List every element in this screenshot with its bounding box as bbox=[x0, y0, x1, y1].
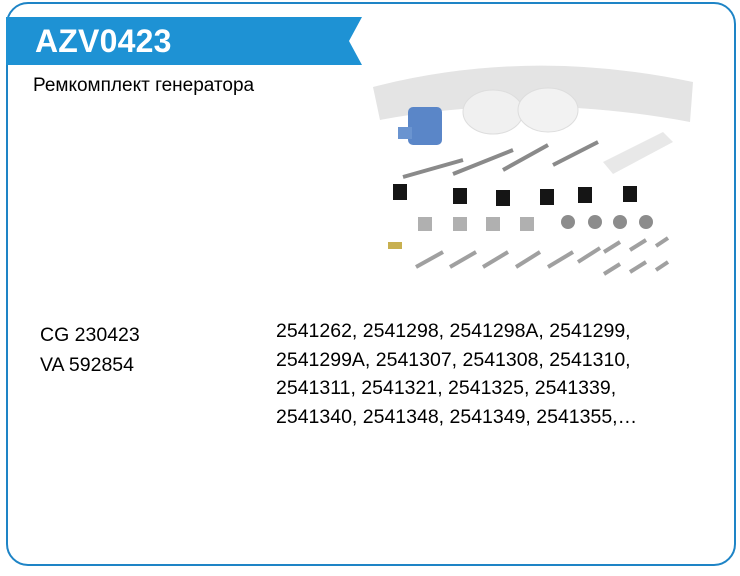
product-image bbox=[373, 65, 693, 276]
oe-numbers: 2541262, 2541298, 2541298A, 2541299, 254… bbox=[276, 320, 638, 429]
title-banner bbox=[6, 17, 362, 65]
article-number: AZV0423 bbox=[35, 23, 172, 59]
product-card bbox=[6, 2, 736, 566]
cross-reference: VA 592854 bbox=[40, 354, 134, 376]
cross-references: CG 230423 VA 592854 bbox=[40, 320, 140, 380]
product-description: Ремкомплект генератора bbox=[33, 75, 255, 96]
cross-reference: CG 230423 bbox=[40, 324, 140, 346]
